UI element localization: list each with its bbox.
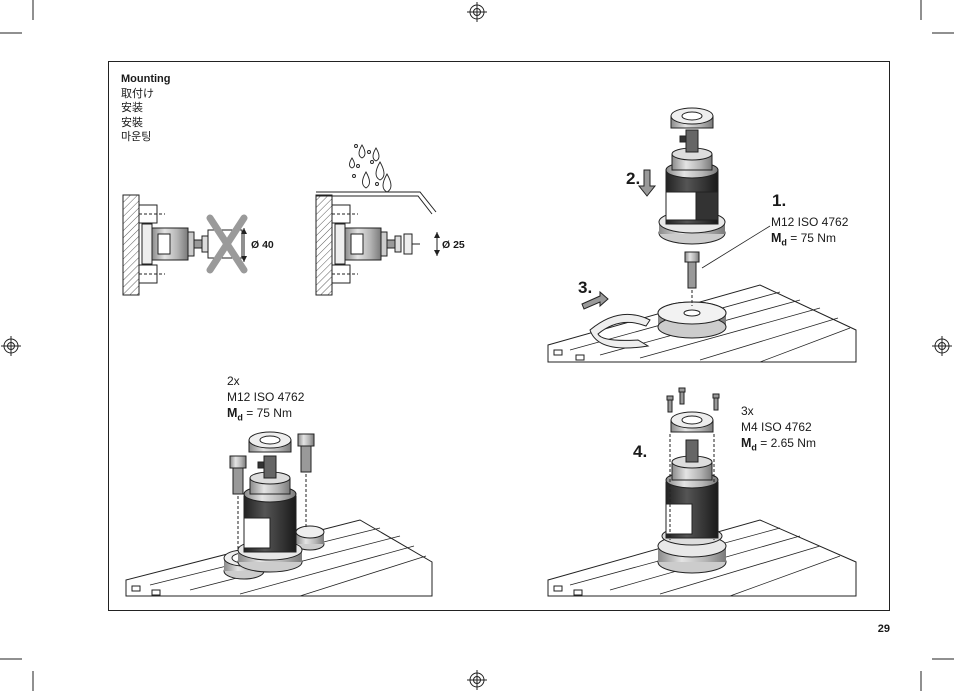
torque-spec: Md = 75 Nm (771, 231, 836, 248)
mounting-steps-diagram (547, 107, 857, 363)
cross-icon (206, 214, 248, 274)
screw-count: 3x (741, 404, 754, 418)
three-screw-spec: 3x M4 ISO 4762 Md = 2.65 Nm (741, 403, 816, 455)
two-screw-mount-diagram (125, 431, 433, 597)
dimension-label-25: Ø 25 (442, 239, 465, 251)
step-1-label: 1. (772, 191, 787, 210)
mounting-heading: Mounting 取付け 安装 安裝 마운팅 (121, 72, 170, 145)
registration-mark-bottom (467, 670, 487, 690)
heading-line-zh-tw: 安裝 (121, 116, 143, 129)
wall-mount-diagram-wrong (122, 194, 248, 296)
heading-line-ja: 取付け (121, 87, 154, 100)
dimension-label-40: Ø 40 (251, 239, 274, 251)
step-3-label: 3. (578, 278, 593, 297)
step-2-label: 2. (626, 169, 641, 188)
step-1-spec: M12 ISO 4762 Md = 75 Nm (771, 214, 848, 250)
registration-mark-top (467, 2, 487, 22)
wall-mount-diagram-protected (315, 144, 440, 296)
torque-spec: Md = 2.65 Nm (741, 436, 816, 453)
registration-mark-left (1, 336, 21, 356)
heading-line-zh-cn: 安装 (121, 102, 143, 114)
illustration-frame (108, 61, 890, 611)
heading-line-ko: 마운팅 (121, 131, 152, 143)
step-4-label: 4. (633, 442, 648, 461)
screw-spec: M12 ISO 4762 (771, 215, 849, 229)
water-drops-icon (349, 144, 392, 193)
heading-line-en: Mounting (121, 73, 171, 85)
screw-count: 2x (227, 374, 240, 388)
screw-spec: M12 ISO 4762 (227, 390, 305, 404)
three-screw-mount-diagram (547, 387, 857, 597)
two-screw-spec: 2x M12 ISO 4762 Md = 75 Nm (227, 373, 304, 425)
torque-spec: Md = 75 Nm (227, 406, 292, 423)
screw-spec: M4 ISO 4762 (741, 420, 812, 434)
registration-mark-right (932, 336, 952, 356)
page-number: 29 (877, 623, 890, 635)
